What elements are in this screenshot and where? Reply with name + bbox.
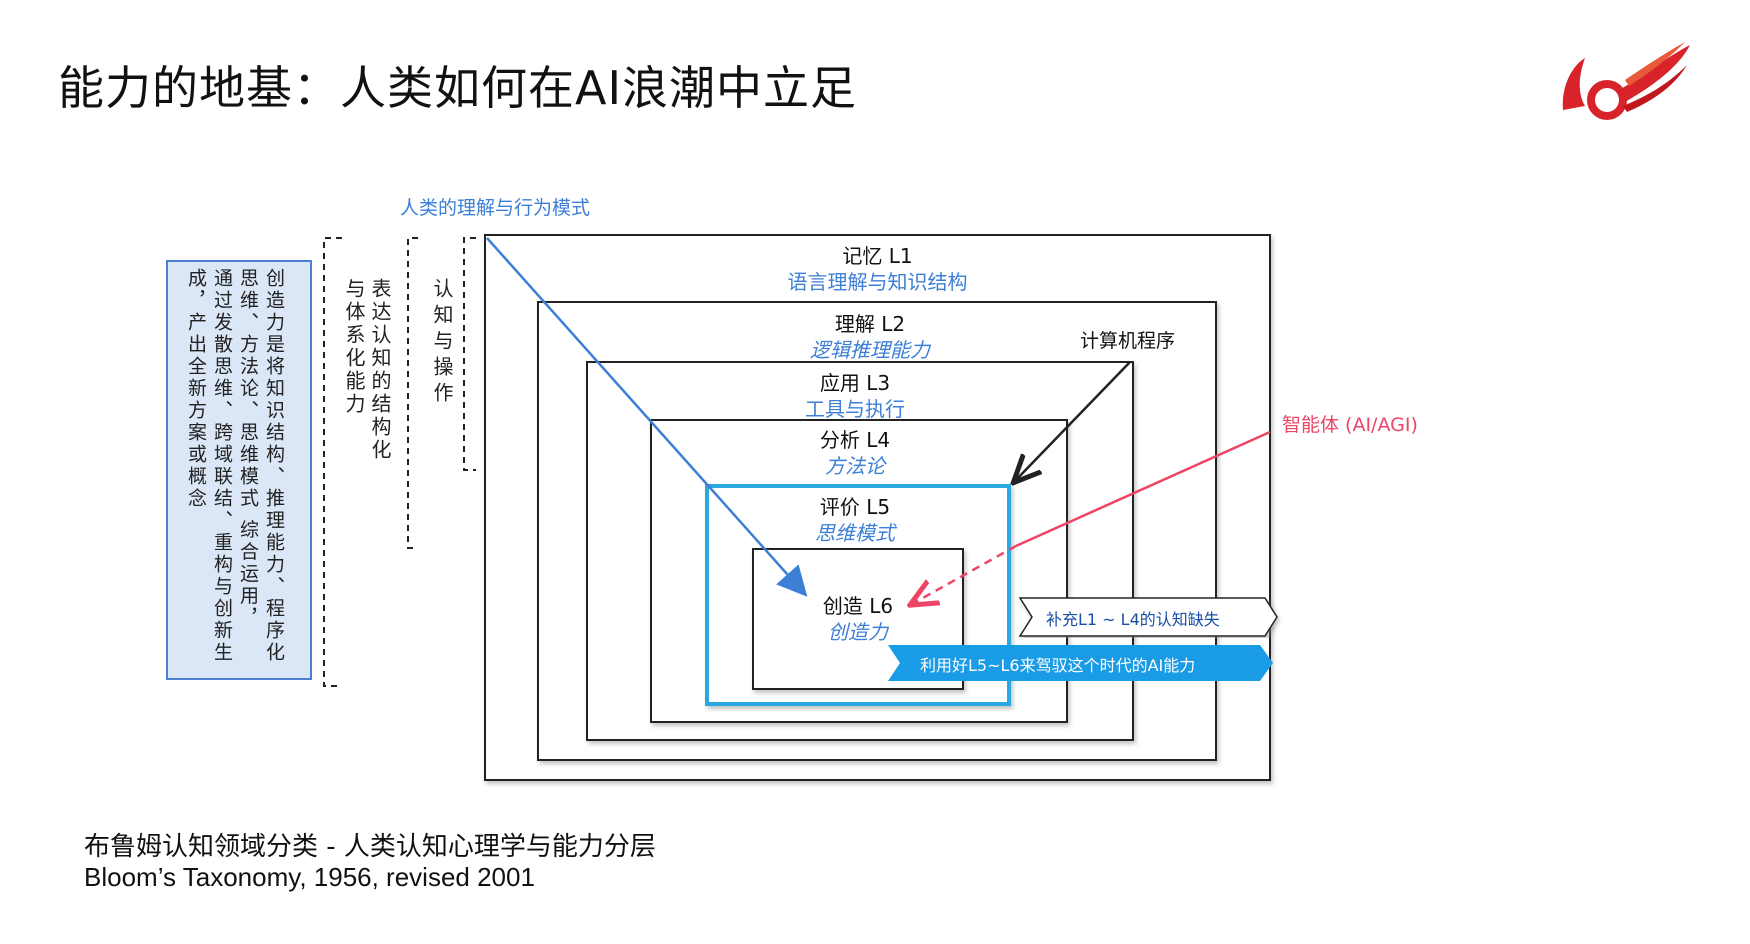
desc-line-2: 思维、方法论、思维模式 综合运用， — [237, 268, 259, 630]
ribbon-supplement-text: 补充L1 ~ L4的认知缺失 — [1046, 610, 1220, 629]
ribbon-leverage-text: 利用好L5~L6来驾驭这个时代的AI能力 — [920, 656, 1196, 675]
level-l1-name: 记忆 L1 — [842, 244, 913, 268]
bracket-inner — [463, 237, 476, 471]
human-arrow — [486, 237, 808, 597]
human-pattern-label: 人类的理解与行为模式 — [400, 197, 591, 219]
level-l4-name: 分析 L4 — [819, 428, 891, 452]
level-l2-sub: 逻辑推理能力 — [810, 338, 930, 362]
level-l5-sub: 思维模式 — [815, 521, 895, 545]
bracket-label-cognition: 认知与操作 — [430, 278, 454, 408]
ribbon-supplement — [1018, 597, 1278, 637]
bracket-label-systematic: 与体系化能力 — [342, 278, 366, 416]
ribbon-leverage — [888, 645, 1273, 681]
level-l6-sub: 创造力 — [828, 620, 888, 644]
agent-label: 智能体 (AI/AGI) — [1282, 414, 1418, 436]
level-l2-name: 理解 L2 — [834, 312, 906, 336]
desc-line-1: 创造力是将知识结构、推理能力、程序化 — [263, 268, 285, 664]
caption-chinese: 布鲁姆认知领域分类 - 人类认知心理学与能力分层 — [84, 832, 656, 862]
bracket-label-structured: 表达认知的结构化 — [368, 278, 392, 462]
caption-english: Bloom’s Taxonomy, 1956, revised 2001 — [84, 862, 535, 892]
level-l6-name: 创造 L6 — [822, 594, 894, 618]
bracket-outer — [323, 237, 342, 687]
page-title: 能力的地基：人类如何在AI浪潮中立足 — [58, 61, 858, 115]
level-l5-name: 评价 L5 — [819, 495, 891, 519]
level-l3-name: 应用 L3 — [819, 371, 891, 395]
computer-arrow — [1015, 361, 1131, 481]
bracket-middle — [407, 237, 418, 549]
level-l4-sub: 方法论 — [825, 454, 885, 478]
computer-program-label: 计算机程序 — [1080, 330, 1176, 352]
agent-arrow-solid — [1015, 430, 1271, 548]
desc-line-3: 通过发散思维、跨域联结、重构与创新生 — [211, 268, 233, 664]
level-l3-sub: 工具与执行 — [805, 397, 905, 421]
creativity-description-box — [166, 260, 312, 680]
agent-arrow-dashed — [912, 544, 1017, 604]
level-l1-sub: 语言理解与知识结构 — [787, 270, 968, 294]
brand-logo — [1562, 42, 1690, 120]
desc-line-4: 成，产出全新方案或概念 — [185, 268, 207, 510]
